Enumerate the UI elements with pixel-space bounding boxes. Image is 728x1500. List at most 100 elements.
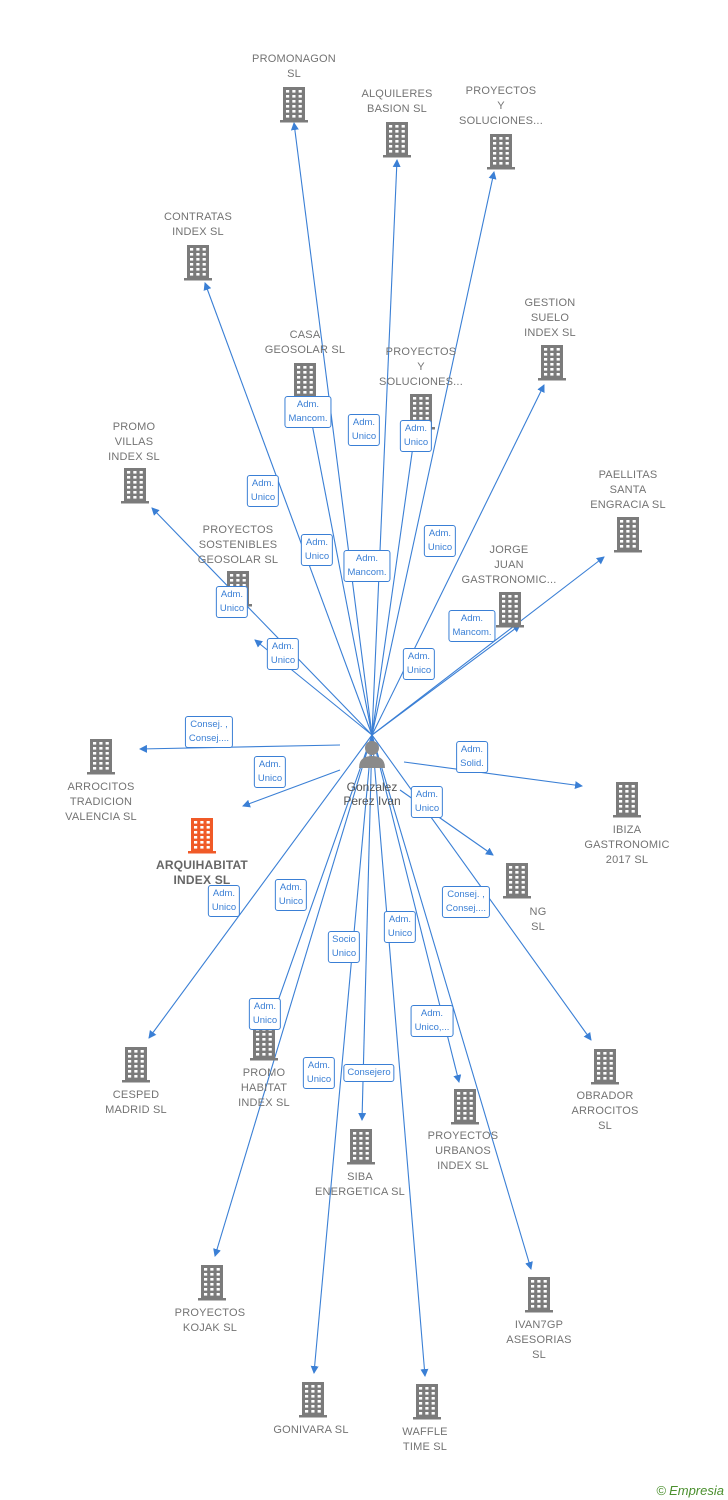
company-label-line: SANTA [609,484,647,496]
relation-role-line: Adm. [388,914,412,925]
relation-role-proyectos-kojak[interactable]: Adm.Unico [248,998,282,1030]
relation-role-line: Unico [211,902,237,913]
company-label-line: IVAN7GP [514,1319,564,1331]
building-icon[interactable] [487,134,515,170]
building-icon[interactable] [188,818,216,854]
relation-role-line: Consej. , [447,889,485,900]
company-label-line: Y [417,361,425,373]
building-icon[interactable] [121,468,149,504]
building-icon[interactable] [383,122,411,158]
relation-role-ibiza-gastronomic-2017[interactable]: Adm.Solid. [456,741,488,773]
relation-role-line: Unico [351,431,377,442]
relation-line-arrocitos-tradicion-valencia [139,744,341,753]
relation-role-waffle-time[interactable]: Consejero [343,1064,395,1082]
building-icon[interactable] [451,1089,479,1125]
relation-role-jorge-juan-gastronomic[interactable]: Adm.Unico [402,648,436,680]
building-icon[interactable] [613,782,641,818]
building-icon[interactable] [347,1129,375,1165]
relation-role-gonivara[interactable]: Adm. Unico [302,1057,336,1089]
relation-role-line: Consej.... [445,903,487,914]
building-icon[interactable] [184,245,212,281]
company-label-line: PROMO [242,1067,286,1079]
company-label-gonivara[interactable]: GONIVARA SL [251,1423,371,1438]
building-icon[interactable] [614,517,642,553]
relation-line-promo-habitat-index [270,734,373,1019]
relation-role-line: Unico [306,1074,332,1085]
relation-role-casa-geosolar[interactable]: Adm.Unico [300,534,334,566]
building-icon[interactable] [496,592,524,628]
relation-role-promonagon[interactable]: Adm.Mancom. [284,396,332,428]
relation-role-line: Adm. [305,537,329,548]
relation-role-ivan7gp-asesorias[interactable]: Adm.Unico,... [410,1005,454,1037]
building-icon[interactable] [503,863,531,899]
relation-role-obrador-arrocitos[interactable]: Consej. , Consej.... [441,886,491,918]
relation-role-promo-habitat-index[interactable]: Adm.Unico [274,879,308,911]
relation-role-gestion-suelo-index[interactable]: Adm.Unico [423,525,457,557]
company-label-line: GONIVARA SL [273,1424,349,1436]
relation-role-ng-sl[interactable]: Adm.Unico [410,786,444,818]
relation-role-proyectos-urbanos-index[interactable]: Adm.Unico [383,911,417,943]
node-icons [87,87,642,1420]
relation-role-line: Unico [427,542,453,553]
relation-role-proyectos-sostenibles-geosolar[interactable]: Adm.Unico [266,638,300,670]
building-icon[interactable] [413,1384,441,1420]
relation-role-cesped-madrid[interactable]: Adm.Unico [207,885,241,917]
building-icon[interactable] [525,1277,553,1313]
building-icon[interactable] [122,1047,150,1083]
building-icon[interactable] [591,1049,619,1085]
relation-role-promo-villas-index[interactable]: Adm.Unico [215,586,249,618]
relation-role-line: Unico,... [414,1022,450,1033]
building-icon[interactable] [198,1265,226,1301]
relation-role-arquihabitat-index[interactable]: Adm.Unico [253,756,287,788]
building-icon[interactable] [538,345,566,381]
company-label-line: PROYECTOS [174,1307,246,1319]
relation-line-promonagon [290,122,373,736]
building-icon[interactable] [87,739,115,775]
relation-role-line: Adm. [307,1060,331,1071]
company-label-line: JUAN [494,559,524,571]
relation-role-proyectos-soluciones-1[interactable]: Adm.Unico [399,420,433,452]
relation-role-line: Consej. , [190,719,228,730]
company-label-line: JORGE [489,544,529,556]
relation-role-paellitas-santa-engracia[interactable]: Adm.Mancom. [448,610,496,642]
building-icon[interactable] [250,1025,278,1061]
building-icon[interactable] [299,1382,327,1418]
relation-role-line: Unico [250,492,276,503]
company-label-line: INDEX SL [108,451,160,463]
relation-role-alquileres-basion[interactable]: Adm.Unico [347,414,381,446]
person-icon[interactable] [359,741,385,768]
company-label-line: SL [287,68,301,80]
relation-role-arrocitos-tradicion-valencia[interactable]: Consej. ,Consej.... [184,716,234,748]
building-icon[interactable] [291,363,319,399]
relation-role-line: Solid. [460,758,484,769]
company-label-line: SOSTENIBLES [198,539,278,551]
building-icon[interactable] [280,87,308,123]
relation-role-contratas-index[interactable]: Adm.Unico [246,475,280,507]
relation-role-proyectos-soluciones-2[interactable]: Adm.Mancom. [343,550,391,582]
